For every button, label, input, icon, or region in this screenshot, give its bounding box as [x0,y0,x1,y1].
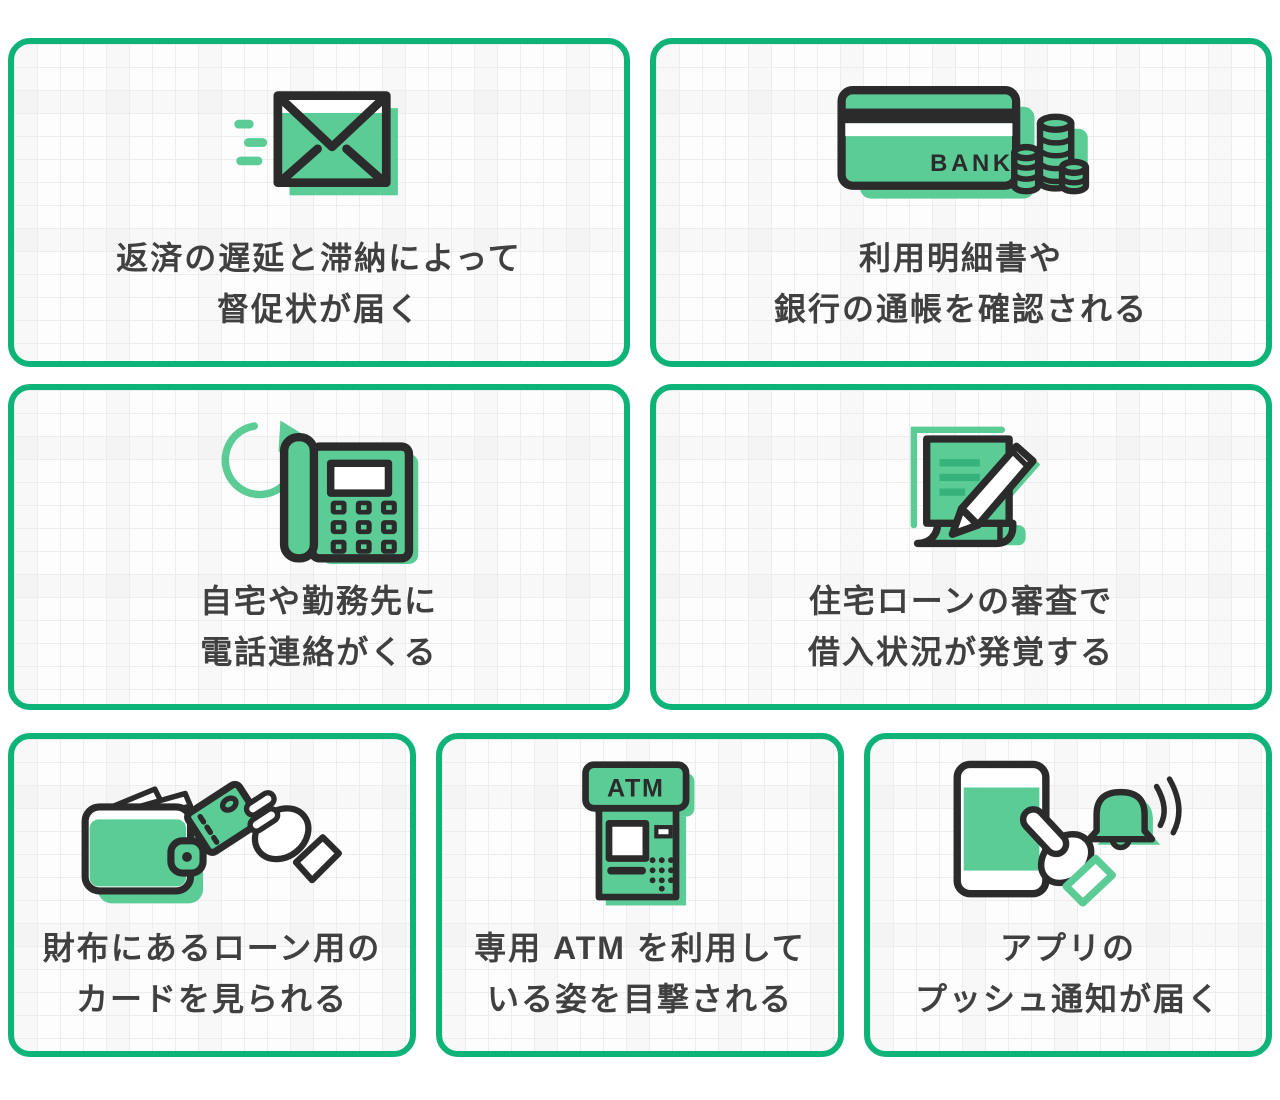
card-mortgage-screening: 住宅ローンの審査で 借入状況が発覚する [650,384,1272,710]
atm-icon: ATM [582,761,695,906]
card-statement-check: BANK [650,38,1272,367]
bank-card: BANK [837,86,1021,191]
sleeve-cuff [1062,855,1116,907]
telephone-redial-icon [221,420,418,564]
finger [243,790,277,818]
caption-line: 借入状況が発覚する [807,633,1114,670]
telephone-redial-icon [14,390,624,576]
caption-line: 銀行の通帳を確認される [773,290,1148,327]
caption-line: 電話連絡がくる [200,633,438,670]
card-row-1: 返済の遅延と滞納によって 督促状が届く BANK [8,38,1272,367]
envelope [273,91,391,187]
caption-line: 住宅ローンの審査で [808,582,1114,619]
caption-line: 返済の遅延と滞納によって [116,239,522,276]
card-caption: 返済の遅延と滞納によって 督促状が届く [116,233,521,335]
card-phone-call: 自宅や勤務先に 電話連絡がくる [8,384,630,710]
notification-bell [1086,776,1182,851]
card-row-3: 財布にあるローン用の カードを見られる ATM [8,733,1272,1057]
card-caption: 自宅や勤務先に 電話連絡がくる [200,576,438,678]
contract-pen-icon [910,426,1040,547]
atm-icon: ATM [442,739,838,923]
caption-line: プッシュ通知が届く [914,980,1221,1017]
keypad [330,500,397,554]
caption-line: アプリの [999,929,1136,966]
coins [1011,113,1090,195]
bank-label: BANK [930,150,1014,177]
wallet [81,786,207,895]
card-wallet-card: 財布にあるローン用の カードを見られる [8,733,416,1057]
card-caption: 財布にあるローン用の カードを見られる [43,923,381,1025]
smartphone-push-bell-icon [953,761,1182,907]
card-caption: 住宅ローンの審査で 借入状況が発覚する [808,576,1114,678]
back-sheet [910,426,1005,529]
coin-stack-left [1011,144,1042,195]
mail-fast-icon [14,44,624,233]
bank-card-coins-icon: BANK [837,86,1090,199]
contract-pen-icon [656,390,1266,576]
caption-line: 自宅や勤務先に [199,582,438,619]
card-caption: アプリの プッシュ通知が届く [915,923,1221,1025]
handset [279,432,318,563]
wallet-loan-card-icon [81,781,342,904]
caption-line: 利用明細書や [858,239,1063,276]
caption-line: 督促状が届く [216,290,421,327]
hand-with-card [184,781,342,884]
atm-keypad-dots [649,857,674,892]
card-row-2: 自宅や勤務先に 電話連絡がくる [8,384,1272,710]
card-slot [607,867,646,875]
pen [948,442,1037,538]
card-push-notification: アプリの プッシュ通知が届く [864,733,1272,1057]
desk-phone [279,432,413,563]
wallet-loan-card-icon [14,739,410,923]
finger [247,806,281,835]
smartphone-push-bell-icon [870,739,1266,923]
card-demand-letter: 返済の遅延と滞納によって 督促状が届く [8,38,630,367]
card-atm-sighting: ATM 専用 ATM を利用して [436,733,844,1057]
sound-wave [1166,776,1182,836]
index-finger [1019,806,1070,858]
atm-label: ATM [607,775,665,803]
caption-line: 財布にあるローン用の [42,929,382,966]
coin-stack-small [1058,158,1090,195]
sleeve-cuff [292,834,342,884]
caption-line: カードを見られる [75,980,348,1017]
card-caption: 専用 ATM を利用して いる姿を目撃される [474,923,806,1025]
card-caption: 利用明細書や 銀行の通帳を確認される [774,233,1148,335]
caption-line: 専用 ATM を利用して [474,929,806,966]
mail-fast-icon [234,91,398,196]
atm-machine: ATM [582,761,690,901]
caption-line: いる姿を目撃される [486,980,793,1017]
speed-lines [234,119,268,166]
bank-card-coins-icon: BANK [656,44,1266,233]
tapping-hand [1019,806,1116,907]
sound-wave [1153,784,1167,829]
